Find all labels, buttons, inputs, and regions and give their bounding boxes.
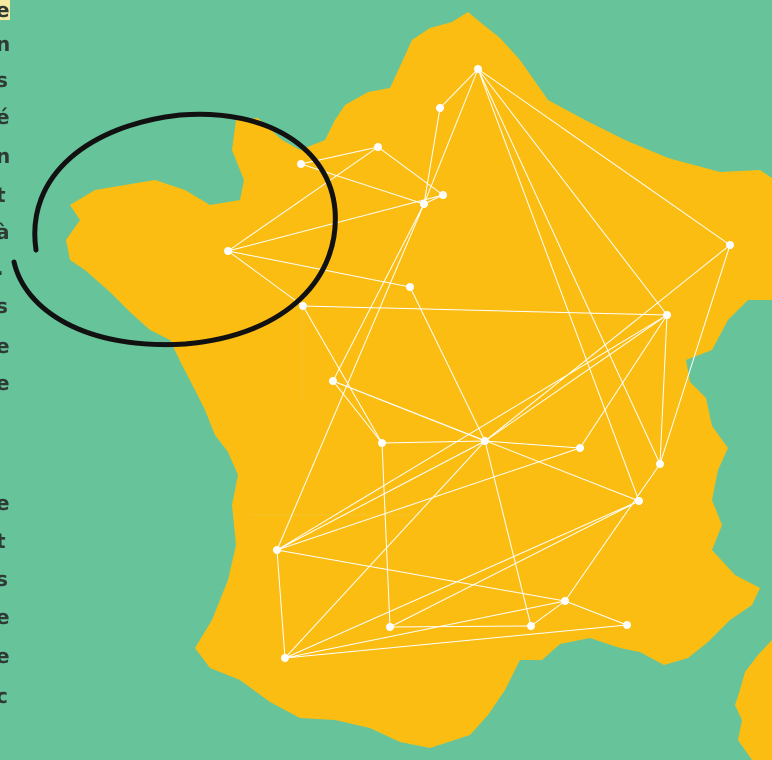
text-glyph: s [0,68,8,92]
corsica-land [735,640,772,760]
network-edge [302,305,668,316]
text-glyph: n [0,144,11,168]
network-edge [227,250,304,307]
text-glyph: e [0,605,10,629]
network-edge [284,500,640,659]
network-edge [477,68,661,465]
text-glyph: t [0,183,6,207]
france-land [66,12,772,748]
network-edge [477,68,731,246]
text-glyph: e [0,644,10,668]
text-glyph: c [0,684,8,708]
network-node [656,460,664,468]
network-node [374,143,382,151]
network-node [561,597,569,605]
network-node [386,623,394,631]
network-node [663,311,671,319]
network-edge [302,305,383,444]
text-glyph: e [0,0,10,20]
network-edge [284,600,566,659]
network-edge [284,440,486,659]
network-node [281,654,289,662]
text-glyph: e [0,334,10,358]
network-edge [276,549,286,659]
network-node [576,444,584,452]
network-node [329,377,337,385]
network-edge [284,624,628,659]
network-edge [381,442,391,628]
network-edge [659,244,731,465]
network-edge [484,440,532,627]
text-glyph: t [0,529,6,553]
network-edge [564,600,628,626]
network-edge [332,203,425,382]
text-glyph: s [0,294,8,318]
text-glyph: é [0,105,10,129]
network-node [623,621,631,629]
network-edge [276,447,581,551]
network-nodes [224,65,734,662]
text-glyph: e [0,491,10,515]
network-node [273,546,281,554]
network-node [420,200,428,208]
network-node [481,437,489,445]
network-edge [484,440,581,449]
network-node [474,65,482,73]
network-edge [659,314,668,465]
network-edge [276,549,566,602]
network-node [527,622,535,630]
network-edge [389,625,532,628]
network-edge [276,203,425,551]
network-edge [530,600,566,627]
network-node [726,241,734,249]
network-node [224,247,232,255]
network-edge [409,286,486,442]
network-node [297,160,305,168]
network-edge [423,68,479,205]
network-edge [579,314,668,449]
network-edge [276,314,668,551]
network-node [635,497,643,505]
network-node [439,191,447,199]
network-edge [484,314,668,442]
network-edge [227,250,411,288]
network-edge [389,500,640,628]
text-glyph: e [0,371,10,395]
network-node [378,439,386,447]
network-edge [477,68,640,502]
network-edge [564,463,661,602]
network-edge [439,68,479,109]
network-edge [227,146,379,252]
network-edge [332,380,383,444]
network-edge [381,440,486,444]
network-edge [477,68,668,316]
network-edge [484,244,731,442]
network-node [299,302,307,310]
text-glyph: n [0,32,11,56]
network-node [406,283,414,291]
network-edge [377,146,444,196]
text-glyph: s [0,567,8,591]
text-glyph: . [0,258,4,278]
network-edge [276,440,486,551]
network-edge [423,107,441,205]
highlight-circle [11,111,338,348]
text-glyph: à [0,220,10,244]
network-node [436,104,444,112]
